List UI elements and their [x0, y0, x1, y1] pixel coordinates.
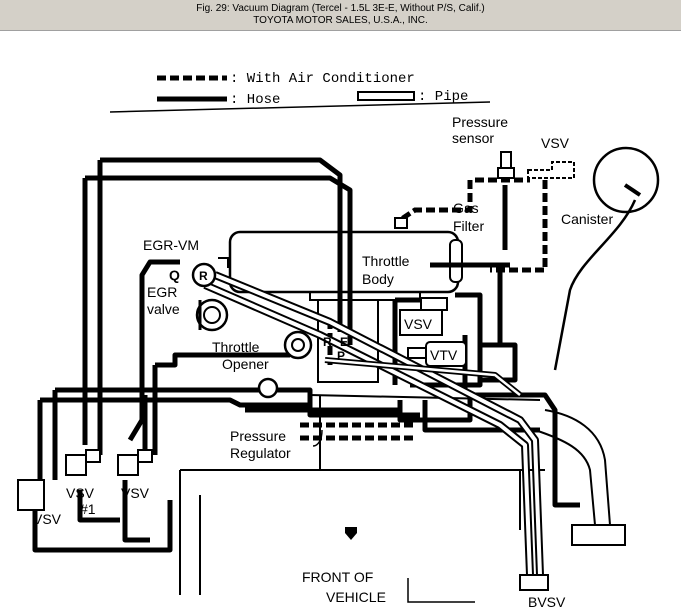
pipe-lines: [203, 271, 544, 576]
lower-sensor: [257, 377, 279, 399]
vsv-right-label: VSV: [121, 485, 150, 501]
egr-vm-label: EGR-VM: [143, 237, 199, 253]
gas-filter-label-1: Gas: [453, 200, 479, 216]
throttle-body-label-1: Throttle: [362, 253, 410, 269]
front-of-label: FRONT OF: [302, 569, 373, 585]
port-e-label: E: [340, 335, 348, 349]
throttle-opener-label-2: Opener: [222, 356, 269, 372]
front-arrow: FRONT OF VEHICLE: [302, 527, 475, 605]
legend-ac-label: : With Air Conditioner: [230, 71, 415, 87]
egr-valve-label-2: valve: [147, 301, 180, 317]
legend: : With Air Conditioner : Hose : Pipe: [109, 71, 491, 113]
vsv-1-label: VSV: [66, 485, 95, 501]
egr-vm-r-label: R: [199, 269, 208, 283]
gas-filter-label-2: Filter: [453, 218, 484, 234]
throttle-opener: Throttle Opener R E P: [212, 330, 348, 372]
legend-hose-label: : Hose: [230, 92, 280, 108]
vacuum-diagram: : With Air Conditioner : Hose : Pipe Thr…: [17, 71, 660, 610]
port-p-label: P: [337, 349, 345, 363]
port-r-label: R: [323, 335, 332, 349]
vsv-1-number: #1: [80, 501, 96, 517]
canister-label: Canister: [561, 211, 613, 227]
legend-rule: [109, 101, 491, 113]
caption-title: Fig. 29: Vacuum Diagram (Tercel - 1.5L 3…: [196, 3, 485, 14]
caption-source: TOYOTA MOTOR SALES, U.S.A., INC.: [253, 15, 428, 26]
vsv-mid: VSV: [399, 297, 448, 336]
bvsv: BVSV: [519, 574, 566, 610]
pressure-regulator-label-1: Pressure: [230, 428, 286, 444]
egr-vm-port-r: [191, 262, 217, 288]
pressure-sensor-label-1: Pressure: [452, 114, 508, 130]
engine-block: [179, 394, 545, 595]
legend-pipe-label: : Pipe: [418, 89, 468, 105]
ac-hose-lines: [300, 177, 548, 441]
egr-vm: EGR-VM R Q: [143, 237, 229, 288]
vtv-label: VTV: [430, 347, 458, 363]
vsv-left: VSV: [17, 479, 62, 527]
pressure-sensor-label-2: sensor: [452, 130, 494, 146]
vsv-right: VSV: [117, 449, 153, 501]
figure-caption: Fig. 29: Vacuum Diagram (Tercel - 1.5L 3…: [0, 0, 681, 31]
legend-pipe-swatch: [357, 91, 415, 101]
vsv-top: VSV: [527, 135, 575, 179]
pressure-sensor: Pressure sensor: [452, 114, 515, 179]
vehicle-label: VEHICLE: [326, 589, 386, 605]
bvsv-label: BVSV: [528, 594, 566, 610]
gas-filter: Gas Filter: [394, 200, 484, 234]
throttle-opener-label-1: Throttle: [212, 339, 260, 355]
canister: Canister: [553, 146, 660, 371]
vsv-top-label: VSV: [541, 135, 570, 151]
vsv-mid-label: VSV: [404, 316, 433, 332]
air-intake-hose: [534, 409, 626, 546]
egr-vm-q-label: Q: [169, 267, 180, 283]
egr-valve: EGR valve: [147, 284, 229, 332]
throttle-body-label-2: Body: [362, 271, 394, 287]
vsv-1: VSV #1: [65, 449, 101, 517]
vtv: VTV: [407, 341, 467, 367]
egr-valve-label-1: EGR: [147, 284, 177, 300]
vsv-left-label: VSV: [33, 511, 62, 527]
pressure-regulator-label-2: Regulator: [230, 445, 291, 461]
pressure-regulator: Pressure Regulator: [230, 428, 323, 461]
